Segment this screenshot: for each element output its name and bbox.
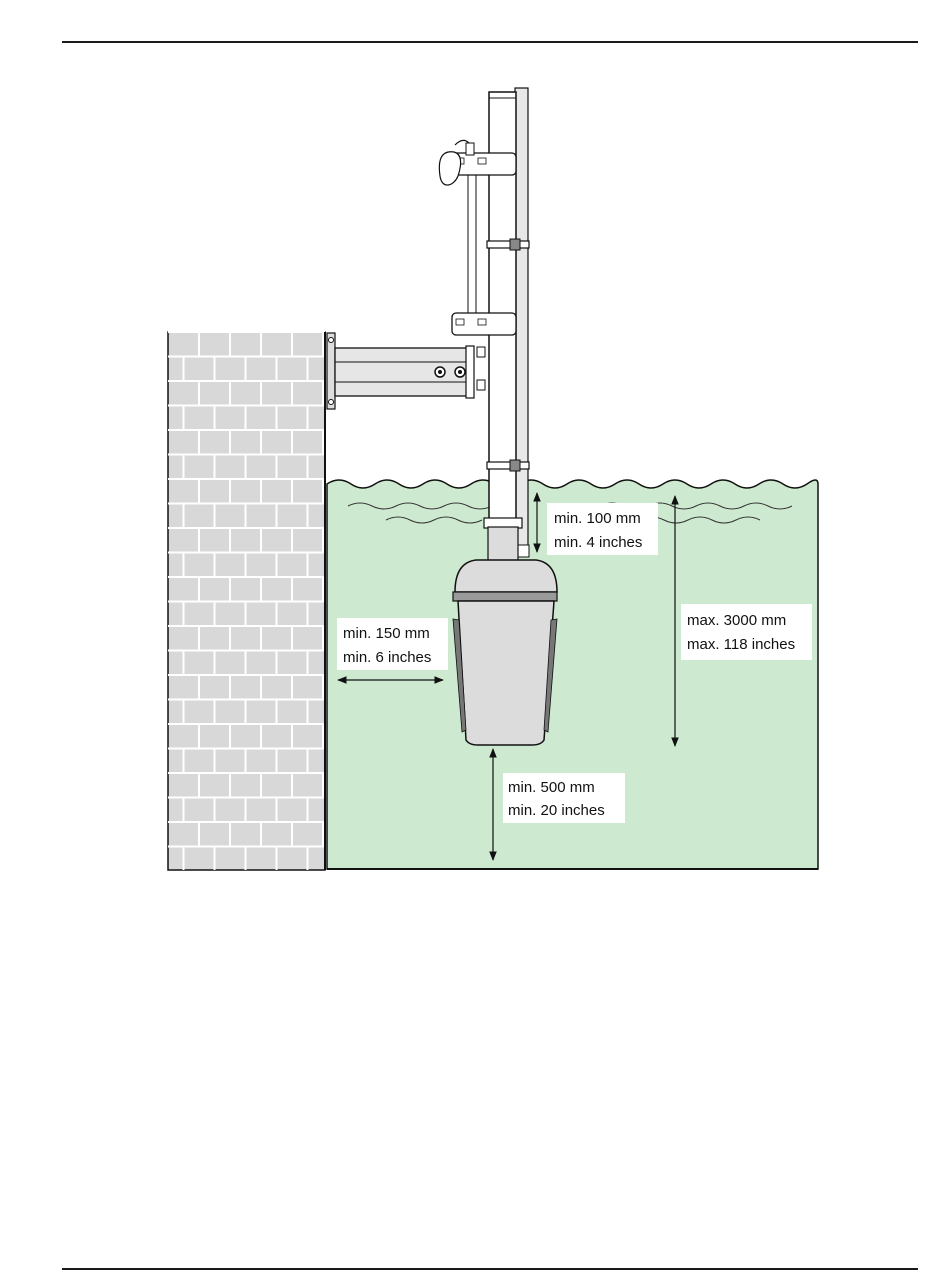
label-top-clearance: min. 100 mm min. 4 inches xyxy=(547,503,658,555)
brick-wall xyxy=(168,332,325,870)
wall-bracket xyxy=(327,333,485,409)
max-depth-line1: max. 3000 mm xyxy=(687,612,786,629)
label-max-depth: max. 3000 mm max. 118 inches xyxy=(681,604,812,660)
label-wall-clearance: min. 150 mm min. 6 inches xyxy=(337,618,448,670)
wall-clearance-line1: min. 150 mm xyxy=(343,625,430,642)
wall-clearance-line2: min. 6 inches xyxy=(343,649,431,666)
label-bottom-clearance: min. 500 mm min. 20 inches xyxy=(503,773,625,823)
bottom-clearance-line2: min. 20 inches xyxy=(508,802,605,819)
top-clearance-line1: min. 100 mm xyxy=(554,510,641,527)
bottom-clearance-line1: min. 500 mm xyxy=(508,779,595,796)
top-clearance-line2: min. 4 inches xyxy=(554,534,642,551)
submerged-sensor xyxy=(453,560,557,745)
max-depth-line2: max. 118 inches xyxy=(687,636,795,653)
